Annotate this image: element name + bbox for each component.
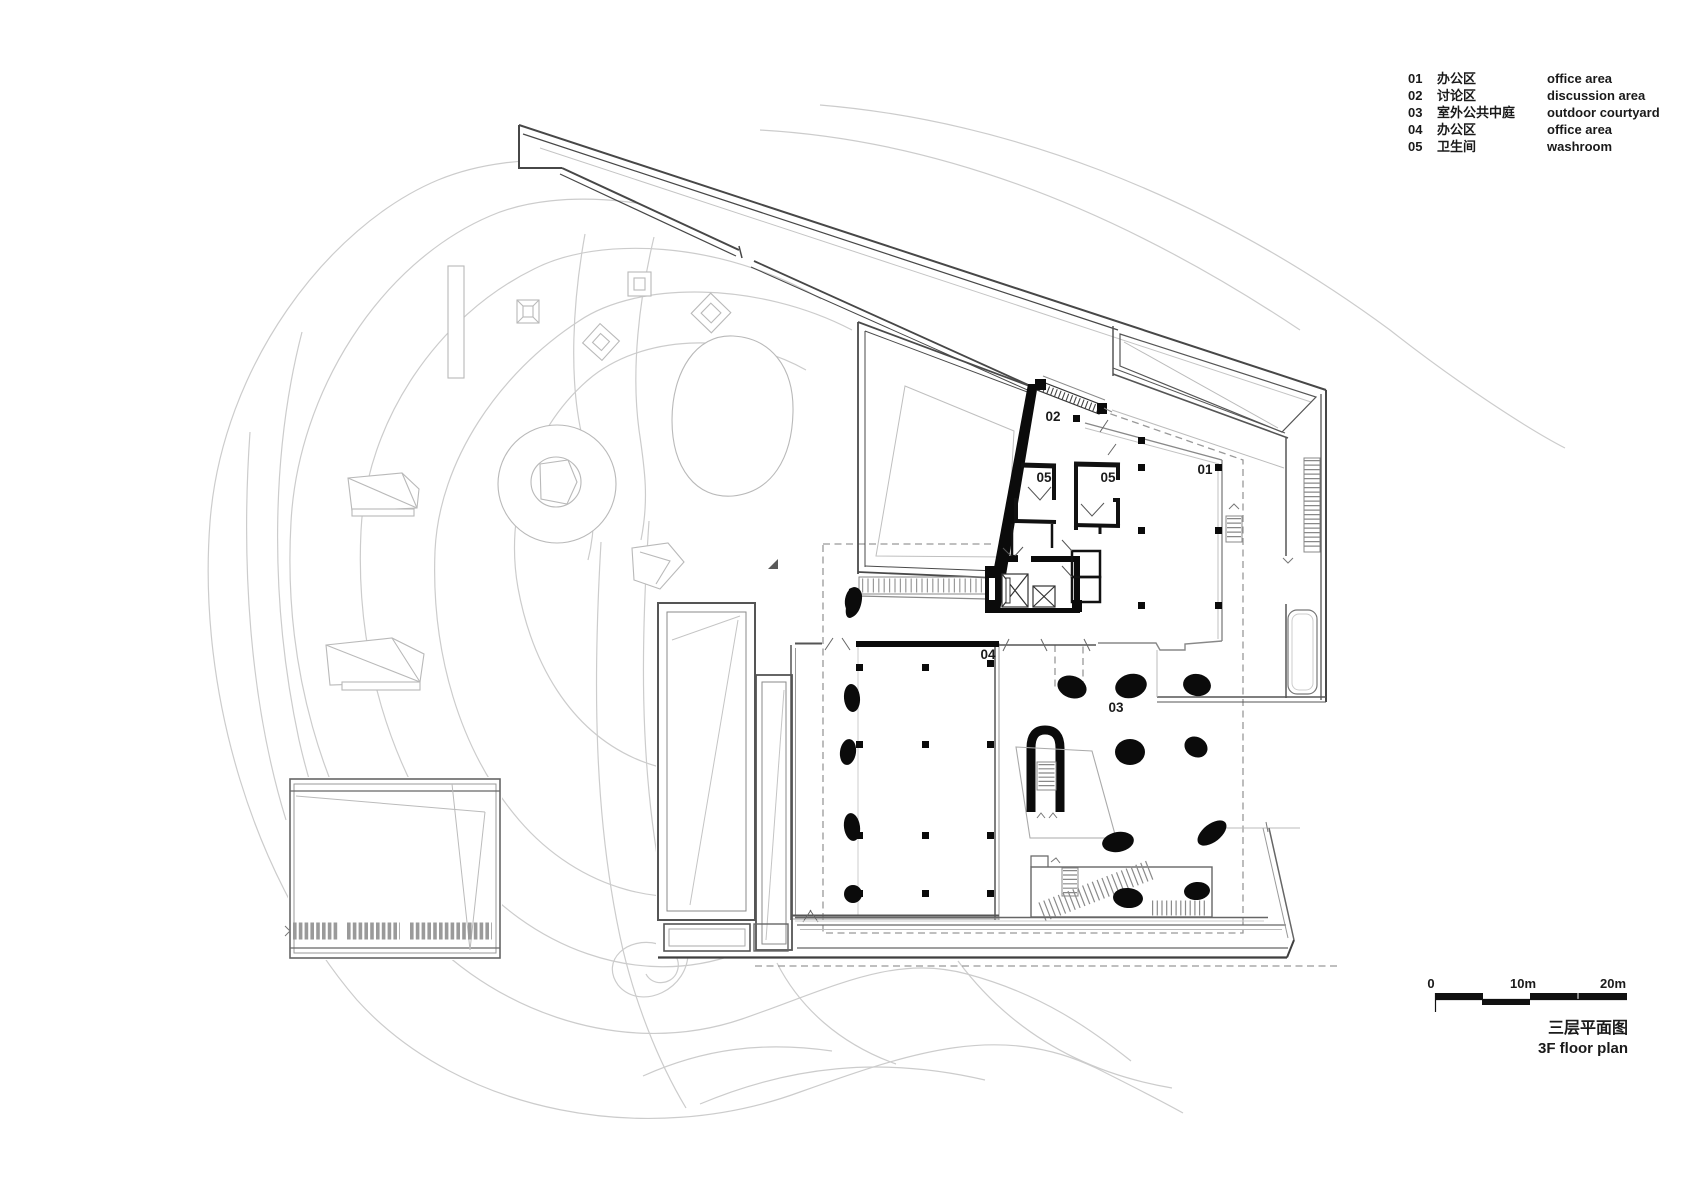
- legend-zh: 讨论区: [1437, 88, 1476, 103]
- room-01-outline: [1084, 419, 1243, 651]
- site-boundary-dashed: [755, 412, 1340, 967]
- legend-num: 03: [1408, 105, 1422, 120]
- legend-row: 03 室外公共中庭 outdoor courtyard: [1408, 105, 1660, 120]
- site-planter-bar: [447, 265, 465, 379]
- legend-en: office area: [1547, 122, 1613, 137]
- drawing-title-zh: 三层平面图: [1548, 1019, 1628, 1037]
- legend: 01 办公区 office area 02 讨论区 discussion are…: [1408, 71, 1660, 154]
- legend-en: washroom: [1546, 139, 1612, 154]
- legend-en: office area: [1547, 71, 1613, 86]
- service-rooms: [1061, 539, 1102, 612]
- site-house-1: [347, 472, 420, 517]
- title-block: 三层平面图 3F floor plan: [1538, 1019, 1628, 1057]
- room-labels: 02 05 05 01 04 03: [980, 409, 1213, 715]
- corridor-planter: [1287, 609, 1318, 695]
- elevator-core: [985, 554, 1080, 613]
- legend-en: outdoor courtyard: [1547, 105, 1660, 120]
- room-01-columns: [1138, 437, 1222, 609]
- legend-en: discussion area: [1547, 88, 1646, 103]
- site-house-2: [325, 637, 425, 691]
- room-label-05b: 05: [1100, 470, 1116, 485]
- room01-side-stair: [1225, 503, 1243, 543]
- room-label-04: 04: [980, 647, 996, 662]
- corridor-stair: [1303, 457, 1321, 553]
- parking-structure: [284, 778, 501, 959]
- parking-stalls: [284, 922, 492, 940]
- room-05b-walls: [1073, 461, 1121, 534]
- chevron-icon: [1282, 557, 1294, 564]
- scale-bar: 0 10m 20m: [1427, 976, 1627, 1012]
- legend-row: 01 办公区 office area: [1408, 71, 1613, 86]
- scale-label-10m: 10m: [1510, 976, 1536, 991]
- rock-quads: [631, 542, 685, 590]
- site-rocks: [325, 265, 794, 691]
- courtyard-blobs: [839, 587, 1227, 909]
- west-wing: [657, 602, 793, 952]
- legend-zh: 卫生间: [1437, 139, 1476, 154]
- legend-row: 04 办公区 office area: [1408, 122, 1613, 137]
- drawing-title-en: 3F floor plan: [1538, 1040, 1628, 1057]
- legend-zh: 办公区: [1437, 122, 1476, 137]
- legend-num: 02: [1408, 88, 1422, 103]
- room-05a-walls: [1013, 462, 1057, 524]
- elevator-shaft: [1032, 585, 1056, 608]
- rock-square: [627, 271, 652, 297]
- scale-label-0: 0: [1427, 976, 1434, 991]
- bottom-walkway: [658, 827, 1295, 959]
- legend-num: 04: [1408, 122, 1423, 137]
- room-04: [790, 637, 1000, 923]
- northeast-wing: [1111, 326, 1326, 703]
- column: [1073, 415, 1080, 422]
- canopy-roof: [518, 124, 1327, 702]
- legend-zh: 办公区: [1437, 71, 1476, 86]
- room-label-01: 01: [1197, 462, 1213, 477]
- viewing-ring: [497, 424, 617, 544]
- legend-zh: 室外公共中庭: [1437, 105, 1516, 120]
- north-triangle: [768, 559, 778, 569]
- rock-diamond: [581, 322, 621, 362]
- room-label-03: 03: [1108, 700, 1124, 715]
- main-diagonal-wall: [986, 375, 1113, 611]
- rock-box: [516, 299, 540, 324]
- legend-num: 05: [1408, 139, 1422, 154]
- building-masks: [288, 125, 1326, 960]
- contour-egg: [671, 335, 794, 497]
- legend-num: 01: [1408, 71, 1422, 86]
- legend-row: 02 讨论区 discussion area: [1408, 88, 1646, 103]
- elevator-shaft: [1001, 573, 1029, 608]
- rock-diamond: [690, 292, 732, 334]
- room-label-02: 02: [1045, 409, 1060, 424]
- legend-row: 05 卫生间 washroom: [1408, 139, 1612, 154]
- scale-label-20m: 20m: [1600, 976, 1626, 991]
- room-label-05a: 05: [1036, 470, 1052, 485]
- entry-02-glass-bar: [1035, 375, 1113, 415]
- washrooms-and-core: [985, 461, 1121, 613]
